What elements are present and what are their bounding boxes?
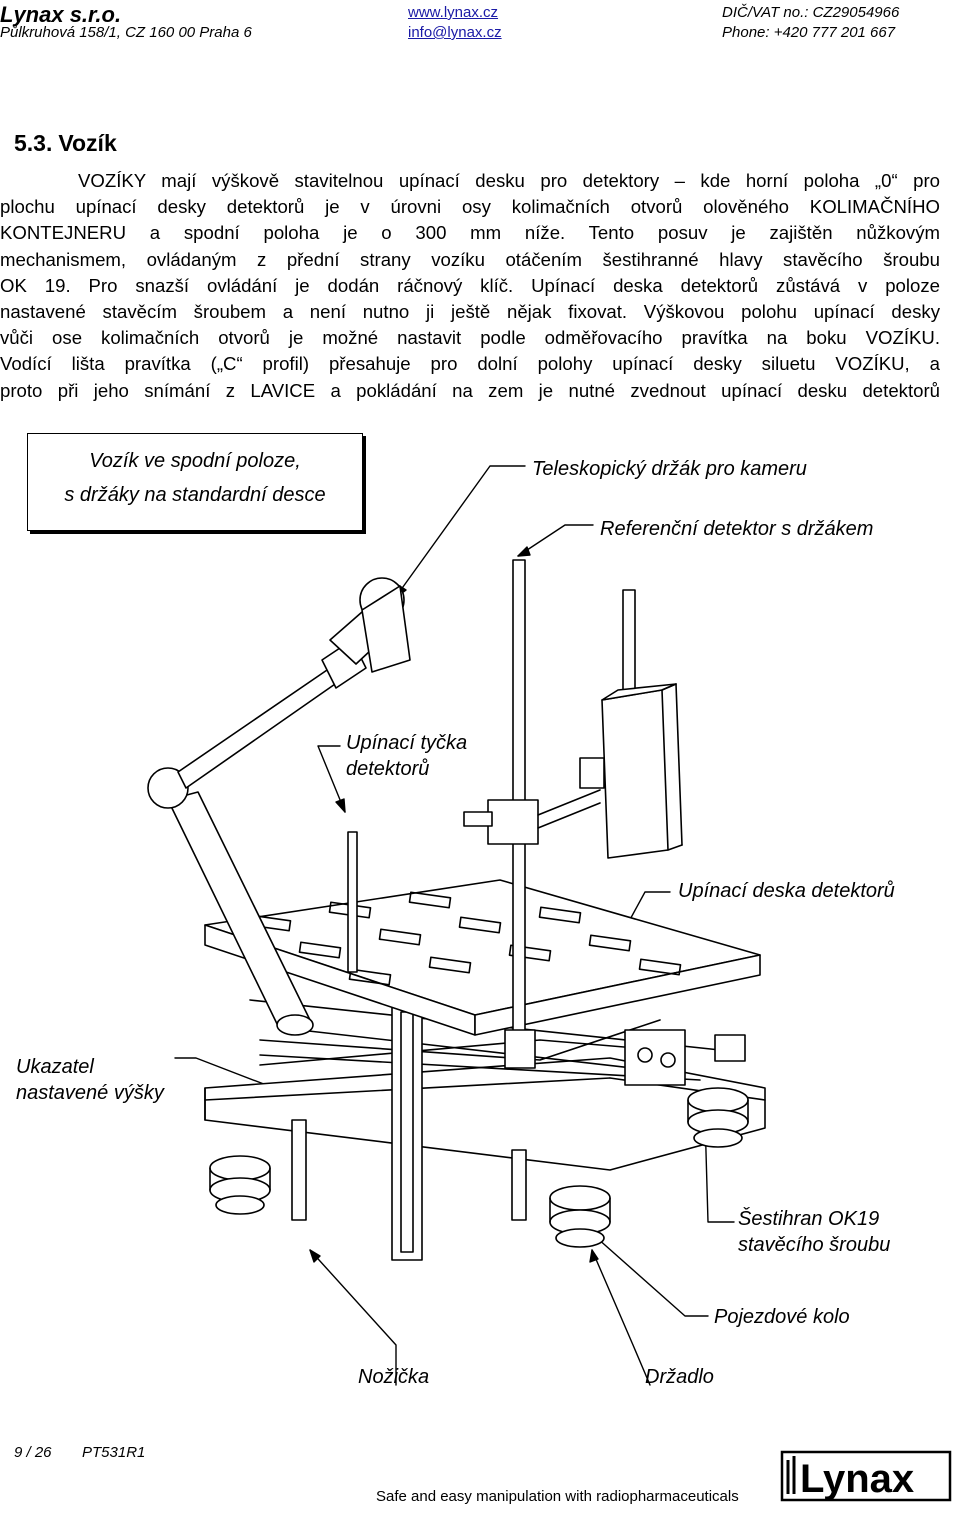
label-hex-bolt-line-2: stavěcího šroubu	[738, 1234, 891, 1256]
label-hex-bolt-line-1: Šestihran OK19	[738, 1208, 880, 1230]
company-address: Půlkruhová 158/1, CZ 160 00 Praha 6	[0, 24, 252, 41]
wheel-left	[209, 1155, 271, 1215]
label-mounting-rod-line-2: detektorů	[346, 758, 430, 780]
wheel-front	[549, 1185, 611, 1248]
phone-number: Phone: +420 777 201 667	[722, 24, 896, 41]
paragraph-line: proto při jeho snímání z LAVICE a poklád…	[0, 379, 940, 401]
figure-caption-box: Vozík ve spodní poloze, s držáky na stan…	[27, 433, 363, 531]
website-link[interactable]: www.lynax.cz	[408, 4, 499, 21]
vat-number: DIČ/VAT no.: CZ29054966	[722, 4, 900, 21]
section-title: Vozík	[58, 130, 117, 156]
paragraph-line: Vodící lišta pravítka („C“ profil) přesa…	[0, 353, 940, 375]
paragraph-line: KONTEJNERU a spodní poloha je o 300 mm n…	[0, 222, 940, 244]
telescopic-arm	[147, 577, 411, 1036]
paragraph-line: OK 19. Pro snazší ovládání je dodán ráčn…	[0, 274, 940, 296]
company-name: Lynax s.r.o.	[0, 2, 122, 27]
caption-line-1: Vozík ve spodní poloze,	[89, 450, 301, 472]
label-wheel: Pojezdové kolo	[714, 1306, 850, 1328]
email-link[interactable]: info@lynax.cz	[408, 24, 502, 41]
lynax-logo: Lynax	[780, 1450, 952, 1502]
label-handle: Držadlo	[645, 1366, 714, 1388]
paragraph-line: nastavené stavěcím šroubem a není nutno …	[0, 301, 940, 323]
logo-text: Lynax	[800, 1457, 914, 1501]
label-telescopic-holder: Teleskopický držák pro kameru	[532, 458, 807, 480]
rod-clamp	[463, 789, 601, 1069]
caption-line-2: s držáky na standardní desce	[64, 484, 326, 506]
section-number: 5.3.	[14, 130, 53, 156]
cart-legs	[291, 1119, 527, 1221]
label-reference-detector: Referenční detektor s držákem	[600, 518, 874, 540]
wheel-right	[687, 1087, 749, 1148]
body-paragraph: VOZÍKY mají výškově stavitelnou upínací …	[0, 168, 940, 404]
section-heading: 5.3.Vozík	[14, 130, 117, 157]
label-height-indicator-line-2: nastavené výšky	[16, 1082, 164, 1104]
reference-detector	[579, 683, 683, 859]
label-mounting-rod-line-1: Upínací tyčka	[346, 732, 468, 754]
control-box	[624, 1029, 746, 1086]
label-detector-plate: Upínací deska detektorů	[678, 880, 895, 902]
footer-slogan: Safe and easy manipulation with radiopha…	[376, 1488, 739, 1505]
scissor-mechanism	[259, 1019, 661, 1071]
label-height-indicator-line-1: Ukazatel	[16, 1056, 94, 1078]
paragraph-line: vůči ose kolimačních otvorů je možné nas…	[0, 327, 940, 349]
paragraph-line: mechanismem, ovládaným z přední strany v…	[0, 248, 940, 270]
document-code: PT531R1	[82, 1444, 146, 1461]
page-number: 9 / 26	[14, 1444, 52, 1461]
paragraph-line: VOZÍKY mají výškově stavitelnou upínací …	[78, 170, 940, 191]
height-ruler	[391, 999, 423, 1261]
label-leg: Nožička	[358, 1366, 430, 1388]
paragraph-line: plochu upínací desky detektorů je v úrov…	[0, 196, 940, 218]
